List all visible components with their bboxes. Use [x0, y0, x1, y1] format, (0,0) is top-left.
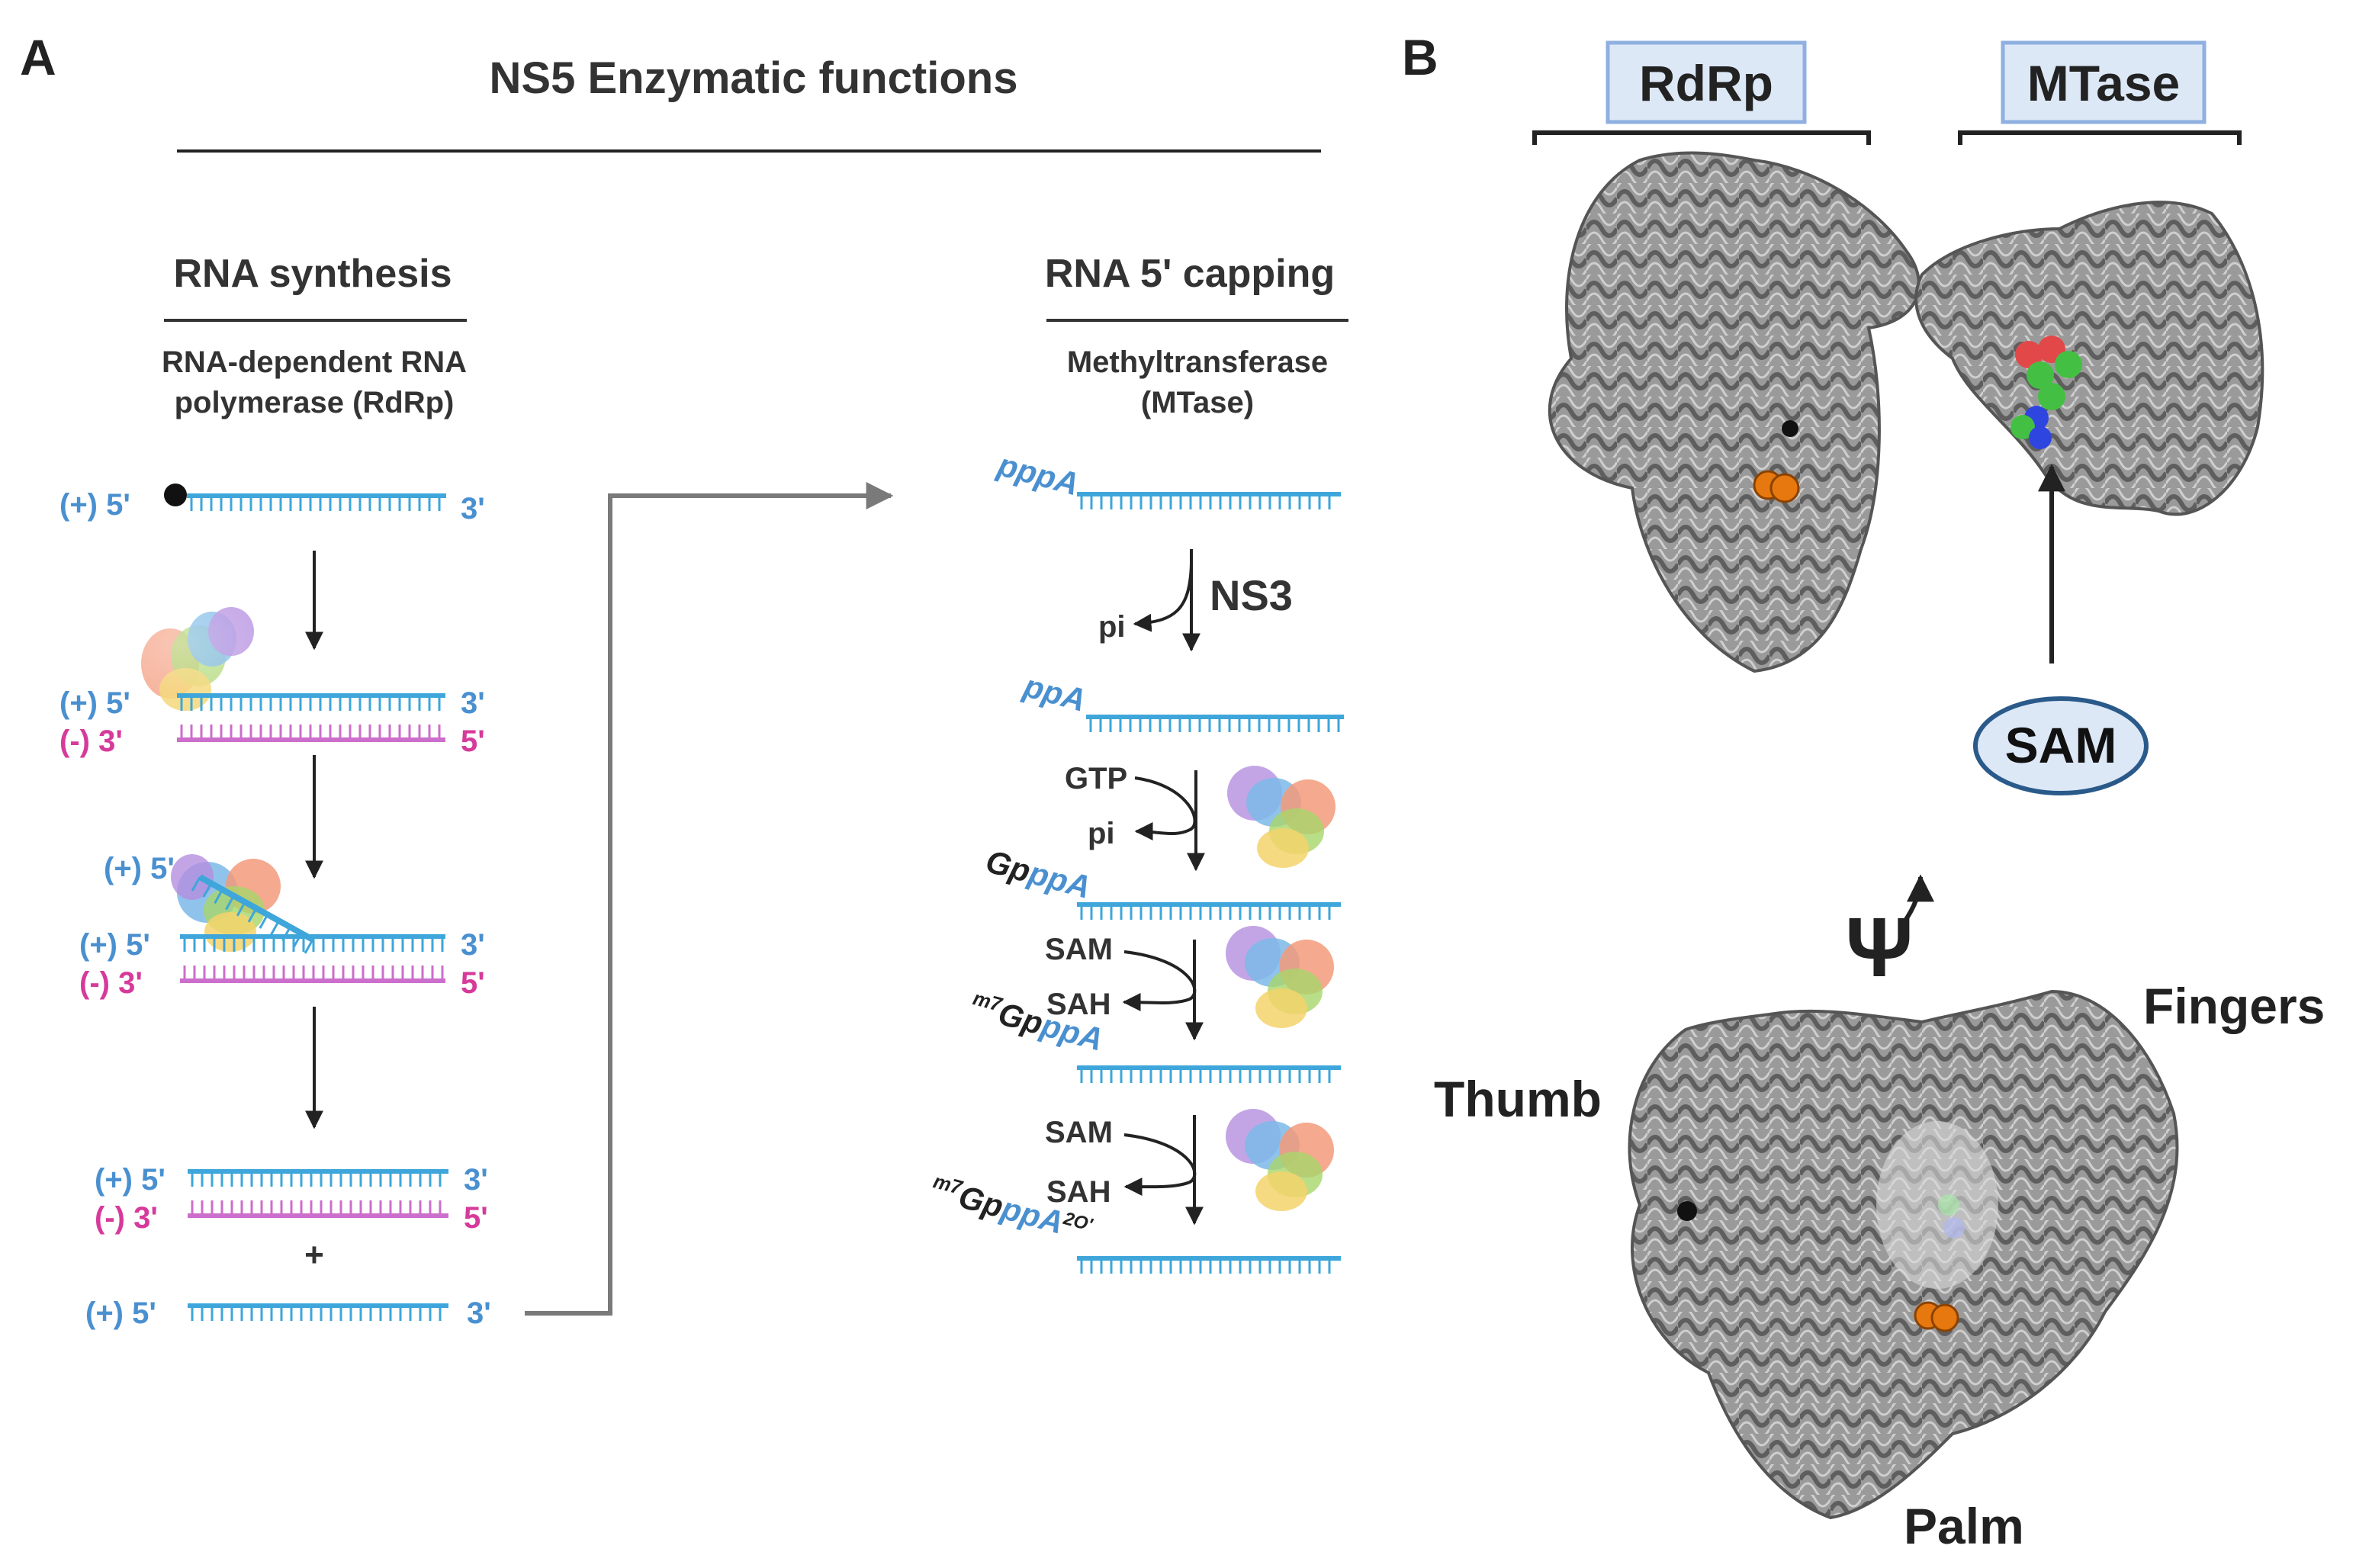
plus5-label: (+) 5' [95, 1163, 166, 1197]
psi-symbol: Ψ [1846, 901, 1914, 994]
plus5-label: (+) 5' [79, 928, 150, 962]
rotation-icon: Ψ [1846, 874, 1934, 994]
three-prime-label: 3' [461, 928, 485, 962]
cap-dot-icon [164, 484, 187, 506]
rotation-arrow [1901, 874, 1934, 924]
panel-b: B RdRp MTase [1402, 29, 2325, 1554]
synthesis-step-4: (+) 5' (-) 3' 3' 5' + (+) 5' 3' [85, 1163, 491, 1330]
sam-oval-label: SAM [2005, 717, 2117, 773]
plus-strand [188, 1169, 448, 1187]
minus3-label: (-) 3' [95, 1201, 158, 1235]
displaced-strand-ticks [191, 876, 314, 954]
plus5-label: (+) 5' [104, 852, 175, 885]
three-prime-label: 3' [461, 492, 485, 525]
plus-strand [1086, 715, 1344, 732]
synthesis-step-3: (+) 5' (+) 5' (-) 3' 3' 5' [79, 852, 485, 1000]
sam-oval [1973, 696, 2149, 795]
mtase-domain [1914, 201, 2264, 516]
plus-strand [1077, 1065, 1341, 1083]
synthesis-step-1: (+) 5' 3' [59, 484, 485, 525]
plus-strand [187, 493, 446, 511]
thumb-label: Thumb [1434, 1071, 1602, 1127]
gppp-a-label: GpppA [982, 843, 1094, 905]
sam-label: SAM [1045, 933, 1113, 966]
sam-ligand-icon [2010, 336, 2082, 449]
capping-subtitle-2: (MTase) [1141, 386, 1254, 419]
synthesis-title: RNA synthesis [173, 252, 452, 296]
zinc-ion-icon [1782, 420, 1798, 437]
three-prime-label: 3' [464, 1163, 488, 1197]
plus-strand [1077, 492, 1341, 509]
zinc-ion-icon [1677, 1201, 1697, 1221]
three-prime-label: 3' [461, 686, 485, 720]
synthesis-step-2: (+) 5' (-) 3' 3' 5' [59, 595, 485, 758]
polymerase-complex-icon [113, 595, 281, 717]
pi-label: pi [1088, 817, 1115, 850]
capping-step-1: pppA [994, 446, 1341, 509]
panel-a-letter: A [20, 29, 56, 85]
mtase-enzyme-icon [1227, 766, 1335, 868]
panel-a: A NS5 Enzymatic functions RNA synthesis … [20, 29, 1348, 1330]
connector-arrow [525, 482, 894, 1316]
five-prime-label: 5' [461, 725, 485, 758]
rdrp-label-box [1605, 40, 1807, 124]
mtase-bracket [1958, 130, 2242, 145]
minus-strand [188, 1200, 448, 1218]
fingers-label: Fingers [2143, 978, 2325, 1034]
minus3-label: (-) 3' [59, 725, 123, 758]
pp-a-label: ppA [1020, 667, 1090, 718]
capping-subtitle-1: Methyltransferase [1067, 345, 1328, 379]
ns5-full-structure [1548, 151, 2264, 673]
five-prime-label: 5' [464, 1201, 488, 1235]
plus-strand [1077, 1256, 1341, 1274]
ppp-a-label: pppA [994, 446, 1083, 502]
ns3-label: NS3 [1210, 571, 1293, 619]
sam-arrow [1122, 950, 1197, 1012]
plus-strand [177, 693, 445, 711]
plus5-label: (+) 5' [59, 686, 130, 720]
plus-strand [180, 934, 445, 952]
plus-strand [188, 1303, 448, 1321]
capping-step-2: ppA [1020, 667, 1344, 732]
plus5-label: (+) 5' [85, 1296, 156, 1330]
capping-title: RNA 5' capping [1045, 252, 1335, 296]
mtase-enzyme-icon [1226, 1109, 1334, 1211]
minus3-label: (-) 3' [79, 966, 143, 1000]
rdrp-label: RdRp [1639, 55, 1773, 111]
mtase-label: MTase [2027, 55, 2181, 111]
rdrp-bracket [1532, 130, 1871, 145]
plus-strand [1077, 902, 1341, 920]
minus-strand [180, 966, 445, 983]
mtase-label-box [2001, 40, 2207, 124]
synthesis-subtitle-1: RNA-dependent RNA [162, 345, 467, 379]
rdrp-domain [1548, 151, 1920, 673]
plus5-label: (+) 5' [59, 488, 130, 522]
three-prime-label: 3' [467, 1296, 491, 1330]
pi-label: pi [1098, 610, 1126, 644]
rdrp-rotated-structure [1628, 989, 2179, 1520]
polymerase-complex-icon [171, 854, 281, 952]
gtp-label: GTP [1065, 762, 1127, 795]
mtase-enzyme-icon [1226, 926, 1334, 1028]
synthesis-subtitle-2: polymerase (RdRp) [175, 386, 455, 419]
panel-a-title: NS5 Enzymatic functions [490, 53, 1018, 103]
sah-label: SAH [1046, 1175, 1111, 1209]
sam-arrow [1123, 1133, 1197, 1197]
sam-label: SAM [1045, 1116, 1113, 1149]
release-arrow [1133, 564, 1193, 632]
panel-b-letter: B [1402, 29, 1438, 85]
gtp-arrow [1134, 776, 1197, 841]
minus-strand [177, 725, 445, 742]
plus-sign: + [304, 1236, 324, 1274]
sah-label: SAH [1046, 988, 1111, 1021]
palm-label: Palm [1904, 1498, 2024, 1554]
five-prime-label: 5' [461, 966, 485, 1000]
